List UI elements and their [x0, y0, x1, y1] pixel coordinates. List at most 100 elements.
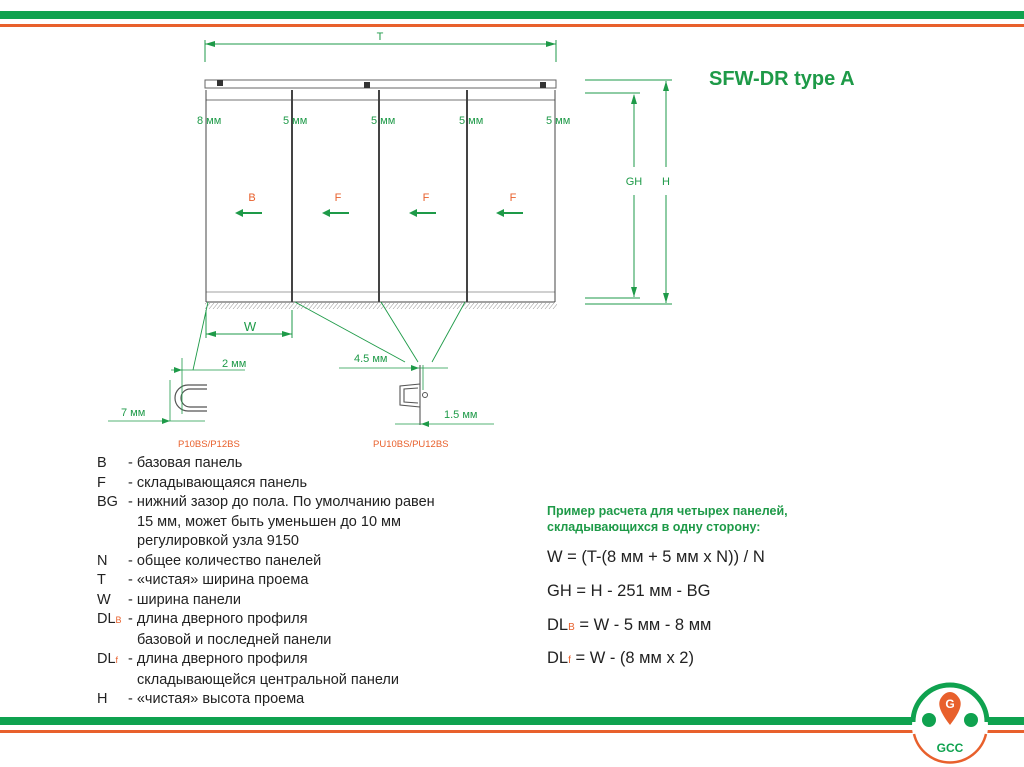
- legend-item: T - «чистая» ширина проема: [97, 571, 435, 591]
- panel-type-label: F: [423, 192, 430, 204]
- top-green-stripe: [0, 11, 1024, 19]
- logo-letter: G: [945, 697, 954, 711]
- formula-lhs: GH: [547, 582, 572, 600]
- legend-description: - ширина панели: [128, 591, 241, 608]
- dim-GH-label: GH: [626, 176, 643, 188]
- legend-key: DLB: [97, 610, 128, 631]
- formula-subscript: f: [568, 655, 571, 666]
- legend-item: DLf - длина дверного профиля: [97, 650, 435, 671]
- arrow-left-icon: [322, 209, 349, 217]
- top-orange-stripe: [0, 24, 1024, 27]
- legend-key: N: [97, 552, 128, 572]
- legend-key-text: DL: [97, 651, 116, 667]
- legend-key-text: B: [97, 455, 107, 471]
- gap-label: 5 мм: [371, 115, 395, 127]
- profile-right-drawing: [339, 365, 494, 427]
- legend-key: T: [97, 571, 128, 591]
- rail-carriage: [217, 80, 223, 86]
- legend-item: H - «чистая» высота проема: [97, 690, 435, 710]
- rail-carriage: [364, 82, 370, 88]
- legend-description: - базовая панель: [128, 455, 243, 471]
- dim-T-label: T: [377, 31, 384, 43]
- legend-description: - «чистая» высота проема: [128, 691, 305, 707]
- legend-continuation: базовой и последней панели: [137, 631, 332, 648]
- legend-key-text: DL: [97, 611, 116, 627]
- formula: DLB = W - 5 мм - 8 мм: [547, 616, 711, 635]
- formula: DLf = W - (8 мм x 2): [547, 649, 694, 668]
- example-title-line: Пример расчета для четырех панелей,: [547, 504, 788, 518]
- arrow-left-icon: [235, 209, 262, 217]
- legend-description: - складывающаяся панель: [128, 474, 307, 491]
- legend-description: - длина дверного профиля: [128, 611, 308, 627]
- formula-lhs: DL: [547, 649, 569, 667]
- profile-left-bottom-dim: 7 мм: [121, 407, 145, 419]
- page-title: SFW-DR type A: [709, 68, 855, 90]
- formula-rhs: = H - 251 мм - BG: [576, 582, 711, 600]
- dimension-GH-H: [585, 79, 672, 305]
- legend-key-text: F: [97, 474, 106, 491]
- formula-lhs: W: [547, 548, 563, 566]
- legend-key-text: N: [97, 552, 108, 569]
- legend-key-text: H: [97, 691, 108, 707]
- leader-lines: [192, 301, 466, 371]
- legend-key-subscript: B: [115, 615, 122, 625]
- arrow-left-icon: [409, 209, 436, 217]
- legend-key: W: [97, 591, 128, 611]
- dim-H-label: H: [662, 176, 670, 188]
- dimension-T: [204, 40, 557, 62]
- legend-item: DLB- длина дверного профиля: [97, 610, 435, 631]
- formula: W = (T-(8 мм + 5 мм x N)) / N: [547, 548, 765, 567]
- legend-key-text: T: [97, 572, 106, 588]
- panels: [205, 90, 556, 303]
- legend-continuation: 15 мм, может быть уменьшен до 10 мм: [137, 513, 401, 530]
- arrow-left-icon: [496, 209, 523, 217]
- legend-key: B: [97, 454, 128, 474]
- legend-key: H: [97, 690, 128, 710]
- formula-lhs: DL: [547, 616, 569, 634]
- panel-type-label: B: [248, 192, 255, 204]
- legend-item: B - базовая панель: [97, 454, 435, 474]
- dim-W-label: W: [244, 319, 257, 334]
- profile-right-top-dim: 4.5 мм: [354, 353, 387, 365]
- gap-label: 5 мм: [546, 115, 570, 127]
- bottom-orange-stripe: [0, 730, 1024, 733]
- legend-description: - нижний зазор до пола. По умолчанию рав…: [128, 494, 435, 510]
- formula: GH = H - 251 мм - BG: [547, 582, 710, 601]
- legend-continuation: складывающейся центральной панели: [137, 671, 399, 688]
- bottom-green-stripe: [0, 717, 1024, 725]
- legend-description: - длина дверного профиля: [128, 651, 308, 667]
- panel-type-label: F: [335, 192, 342, 204]
- gap-label: 5 мм: [283, 115, 307, 127]
- logo-text: GCC: [937, 741, 964, 755]
- profile-left-drawing: [108, 358, 245, 424]
- gap-label: 5 мм: [459, 115, 483, 127]
- formula-subscript: B: [568, 622, 575, 633]
- profile-right-name: PU10BS/PU12BS: [373, 439, 449, 450]
- top-rail: [204, 79, 557, 89]
- legend-item: N - общее количество панелей: [97, 552, 435, 572]
- legend-key-text: W: [97, 591, 111, 608]
- formula-rhs: = W - (8 мм x 2): [575, 649, 694, 667]
- example-title-line: складывающихся в одну сторону:: [547, 520, 761, 534]
- legend-continuation: регулировкой узла 9150: [137, 533, 299, 549]
- profile-right-bottom-dim: 1.5 мм: [444, 409, 477, 421]
- example-title: Пример расчета для четырех панелей, скла…: [547, 503, 788, 535]
- gcc-logo: G GCC: [910, 682, 990, 764]
- legend-item: W - ширина панели: [97, 591, 435, 611]
- gap-label: 8 мм: [197, 115, 221, 127]
- panel-type-label: F: [510, 192, 517, 204]
- legend-key: F: [97, 474, 128, 494]
- legend-key-text: BG: [97, 494, 118, 510]
- formula-rhs: = (T-(8 мм + 5 мм x N)) / N: [567, 548, 765, 566]
- legend-item: F - складывающаяся панель: [97, 474, 435, 494]
- profile-left-top-dim: 2 мм: [222, 358, 246, 370]
- legend-description: - общее количество панелей: [128, 552, 322, 569]
- rail-carriage: [540, 82, 546, 88]
- profile-left-name: P10BS/P12BS: [178, 439, 240, 450]
- dimension-W: [205, 310, 293, 338]
- legend-key-subscript: f: [115, 655, 119, 665]
- legend-description: - «чистая» ширина проема: [128, 572, 309, 588]
- legend-key: BG: [97, 493, 128, 513]
